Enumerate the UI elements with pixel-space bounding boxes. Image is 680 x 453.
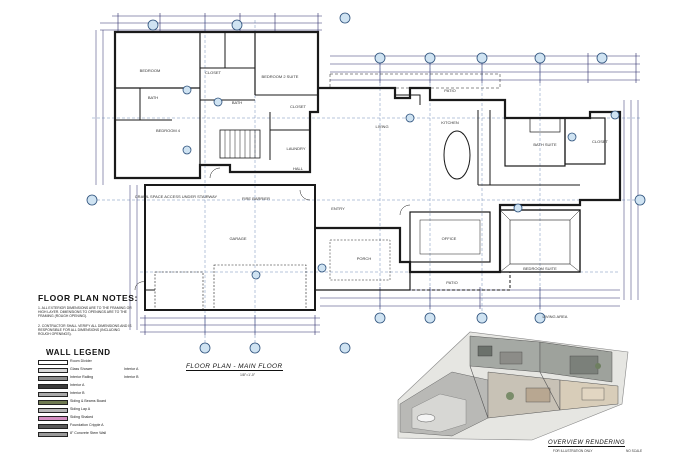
walls	[113, 30, 622, 311]
plan-scale: 1/8"=1'-0"	[240, 373, 256, 377]
room-label-closet-suite: CLOSET	[592, 139, 609, 144]
legend-item: Siding & Beams Board	[38, 399, 108, 406]
note-item: 1. ALL EXTERIOR DIMENSIONS ARE TO THE FR…	[38, 306, 132, 319]
legend-label: Room Divider	[70, 359, 92, 363]
plan-title: FLOOR PLAN - MAIN FLOOR	[186, 363, 283, 371]
room-label-closet: CLOSET	[205, 70, 222, 75]
legend-label: Interior A	[70, 383, 85, 387]
legend-swatch	[38, 424, 68, 429]
overview-rendering	[397, 331, 629, 441]
legend-item: Foundation Cripple A	[38, 423, 108, 430]
room-label-garage: GARAGE	[229, 236, 246, 241]
legend-item: Siding Lap A	[38, 407, 108, 414]
room-label-bath: BATH	[148, 95, 158, 100]
notes-title: FLOOR PLAN NOTES:	[38, 293, 138, 303]
room-labels: BEDROOM BEDROOM 2 SUITE CLOSET BATH BATH…	[135, 68, 609, 319]
legend-swatch	[38, 400, 68, 405]
room-label-kitchen: KITCHEN	[441, 120, 459, 125]
overview-title: OVERVIEW RENDERING	[548, 440, 626, 447]
overview-subtitle: FOR ILLUSTRATION ONLY	[553, 449, 593, 453]
legend-tag: Interior A	[124, 367, 139, 371]
legend-label: Glass Shower	[70, 367, 93, 371]
room-label-bath-suite: BATH SUITE	[533, 142, 557, 147]
legend-swatch	[38, 392, 68, 397]
room-label-office: OFFICE	[442, 236, 457, 241]
legend-tag: Interior B	[124, 375, 139, 379]
room-label-entry: ENTRY	[331, 206, 345, 211]
crawl-space-note: CRAWL SPACE ACCESS UNDER STAIRWAY	[135, 194, 218, 199]
legend-item: Glass Shower Interior A	[38, 367, 138, 374]
legend-item: Siding Shaked	[38, 415, 108, 422]
legend-swatch	[38, 432, 68, 437]
room-label-patio: PATIO	[446, 280, 457, 285]
room-label-hall: HALL	[293, 166, 304, 171]
legend-swatch	[38, 416, 68, 421]
room-label-bedroom-4: BEDROOM 4	[156, 128, 181, 133]
legend-item: 8" Concrete Stem Wall	[38, 431, 108, 438]
legend-swatch	[38, 384, 68, 389]
room-label-living: LIVING	[375, 124, 388, 129]
living-area-note: LIVING AREA	[543, 314, 568, 319]
room-label-bedroom: BEDROOM	[140, 68, 161, 73]
wall-legend-title: WALL LEGEND	[46, 348, 111, 357]
note-item: 2. CONTRACTOR SHALL VERIFY ALL DIMENSION…	[38, 324, 132, 337]
legend-item: Interior A	[38, 383, 108, 390]
dimension-lines	[95, 13, 640, 335]
grid-markers	[86, 12, 646, 354]
legend-label: Siding & Beams Board	[70, 399, 107, 403]
overview-scale: NO SCALE	[626, 449, 643, 453]
legend-swatch	[38, 408, 68, 413]
legend-label: Siding Lap A	[70, 407, 91, 411]
legend-swatch	[38, 360, 68, 365]
legend-label: Interior B	[70, 391, 85, 395]
room-label-porch: PORCH	[357, 256, 372, 261]
legend-item: Room Divider	[38, 359, 108, 366]
room-label-closet: CLOSET	[290, 104, 307, 109]
legend-item: Interior B	[38, 391, 108, 398]
room-label-laundry: LAUNDRY	[286, 146, 305, 151]
legend-label: Interior Railing	[70, 375, 94, 379]
legend-label: 8" Concrete Stem Wall	[70, 431, 107, 435]
room-label-bedroom-suite: BEDROOM SUITE	[523, 266, 557, 271]
grid-lines	[92, 20, 640, 345]
room-label-bath: BATH	[232, 100, 242, 105]
fire-barrier-note: FIRE BARRIER	[242, 196, 270, 201]
legend-swatch	[38, 376, 68, 381]
legend-swatch	[38, 368, 68, 373]
room-label-bedroom-2-suite: BEDROOM 2 SUITE	[262, 74, 299, 79]
legend-label: Siding Shaked	[70, 415, 94, 419]
room-label-patio: PATIO	[444, 88, 455, 93]
legend-label: Foundation Cripple A	[70, 423, 104, 427]
legend-item: Interior Railing Interior B	[38, 375, 139, 382]
